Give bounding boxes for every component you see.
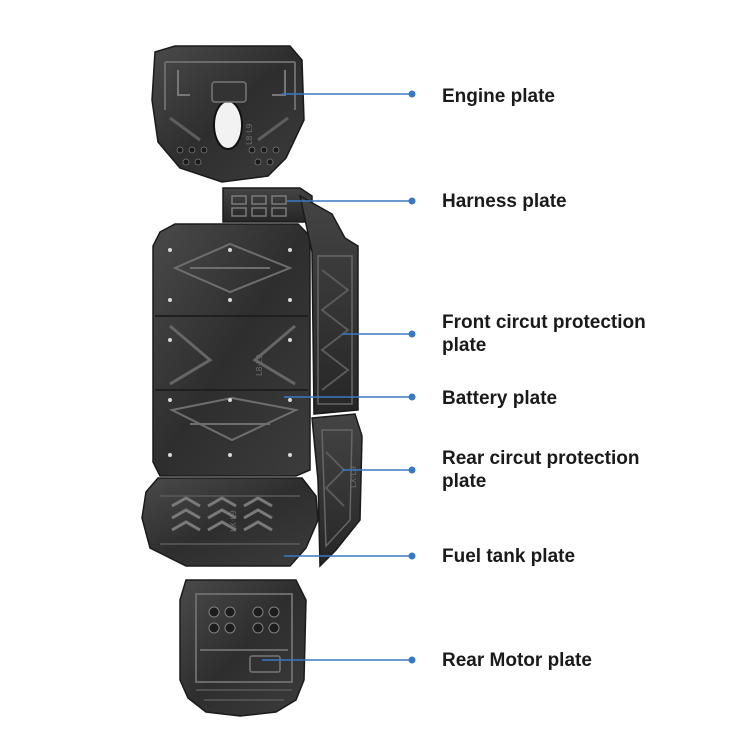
fuel-tank-leader <box>284 552 416 560</box>
rear-motor-plate-label: Rear Motor plate <box>442 650 592 671</box>
battery-plate: L8·L9 <box>152 223 311 477</box>
engine-leader <box>282 90 416 98</box>
harness-plate <box>222 187 313 223</box>
leader-lines <box>262 90 416 664</box>
rear-circuit-plate-label-line2: plate <box>442 471 487 492</box>
rear-circuit-leader <box>342 466 416 474</box>
rear-motor-plate <box>179 579 307 717</box>
rear-circuit-plate-stamp: LX·L9 <box>349 466 358 488</box>
engine-plate: L8·L9 <box>151 45 305 183</box>
front-circuit-leader <box>342 330 416 338</box>
front-circuit-plate-label: Front circut protection plate <box>442 311 646 357</box>
rear-motor-leader <box>262 656 416 664</box>
front-circuit-plate-label-line2: plate <box>442 335 487 356</box>
harness-leader <box>287 197 416 205</box>
front-circuit-plate <box>298 194 359 415</box>
rear-circuit-plate-label: Rear circut protection plate <box>442 447 639 493</box>
fuel-tank-plate-label: Fuel tank plate <box>442 546 576 567</box>
front-circuit-plate-label-line1: Front circut protection <box>442 312 646 333</box>
battery-plate-stamp: L8·L9 <box>255 354 264 376</box>
rear-circuit-plate-label-line1: Rear circut protection <box>442 448 640 469</box>
battery-leader <box>284 393 416 401</box>
battery-plate-label: Battery plate <box>442 388 558 409</box>
rear-circuit-plate: LX·L9 <box>311 413 363 568</box>
engine-plate-stamp: L8·L9 <box>245 123 254 145</box>
fuel-tank-plate-stamp: LX·L9 <box>229 510 238 532</box>
harness-plate-label: Harness plate <box>442 191 567 212</box>
engine-plate-label: Engine plate <box>442 86 555 107</box>
fuel-tank-plate: LX·L9 <box>141 477 319 567</box>
